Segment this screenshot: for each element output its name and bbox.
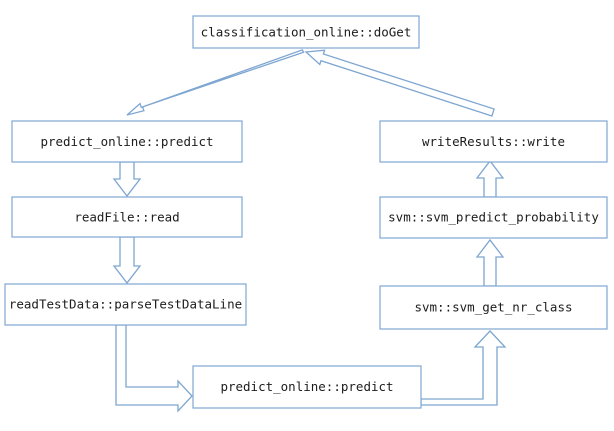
node-predict-top[interactable]: predict_online::predict (11, 120, 243, 163)
arrow-probability-to-write (475, 159, 505, 198)
arrow-parse-to-predict-bottom (115, 324, 193, 413)
node-get-nr-class-label: svm::svm_get_nr_class (414, 300, 572, 315)
node-predict-probability[interactable]: svm::svm_predict_probability (379, 196, 608, 239)
node-do-get-label: classification_online::doGet (201, 25, 412, 40)
node-predict-bottom[interactable]: predict_online::predict (192, 365, 422, 409)
node-get-nr-class[interactable]: svm::svm_get_nr_class (379, 285, 608, 330)
arrow-predict-bottom-to-nr-class (420, 330, 507, 406)
arrow-predict-top-to-readfile (112, 161, 142, 198)
node-predict-probability-label: svm::svm_predict_probability (388, 210, 599, 225)
node-do-get[interactable]: classification_online::doGet (192, 15, 420, 49)
node-parse-test-data[interactable]: readTestData::parseTestDataLine (4, 283, 247, 326)
node-read-file[interactable]: readFile::read (11, 196, 243, 238)
arrow-readfile-to-parse (112, 236, 142, 285)
node-write-results-label: writeResults::write (422, 134, 565, 149)
node-write-results[interactable]: writeResults::write (379, 120, 608, 163)
arrow-nr-class-to-probability (475, 238, 505, 287)
node-predict-top-label: predict_online::predict (40, 134, 213, 149)
arrow-write-to-doget (304, 49, 495, 117)
arrow-doget-to-predict-top (126, 49, 305, 116)
node-read-file-label: readFile::read (74, 210, 179, 225)
node-parse-test-data-label: readTestData::parseTestDataLine (9, 297, 242, 312)
node-predict-bottom-label: predict_online::predict (220, 379, 393, 394)
